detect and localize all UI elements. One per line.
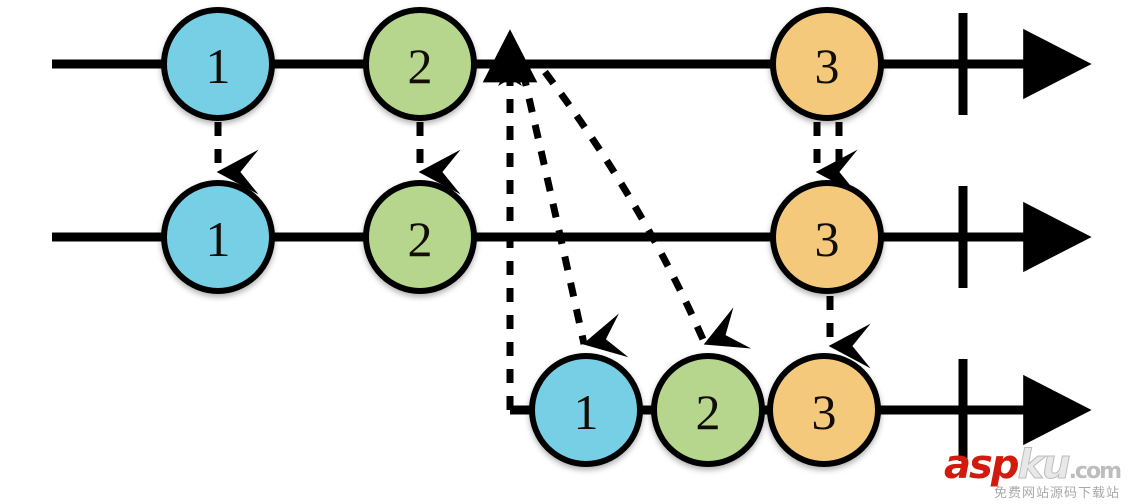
connector-fork-to-bot1 [519,71,629,358]
node-bottom-3[interactable]: 3 [767,353,881,467]
watermark-ku-text: ku [1017,442,1071,488]
node-top-3-label: 3 [815,38,840,94]
node-top-1-circle[interactable] [161,7,275,121]
node-top-2-label: 2 [408,38,433,94]
node-middle-2[interactable]: 2 [363,180,477,294]
node-bottom-2-label: 2 [696,384,721,440]
node-top-2[interactable]: 2 [363,7,477,121]
node-top-2-circle[interactable] [363,7,477,121]
watermark: aspku.com 免费网站源码下载站 [944,442,1122,501]
node-bottom-1[interactable]: 1 [529,353,643,467]
node-bottom-3-circle[interactable] [767,353,881,467]
connector-fork-to-bot2 [542,69,752,349]
branch-arrowhead-up [498,62,522,86]
node-top-1[interactable]: 1 [161,7,275,121]
node-bottom-2[interactable]: 2 [651,353,765,467]
node-middle-1-label: 1 [206,211,231,267]
node-bottom-3-label: 3 [812,384,837,440]
node-top-3[interactable]: 3 [770,7,884,121]
node-bottom-1-circle[interactable] [529,353,643,467]
node-middle-3-label: 3 [815,211,840,267]
node-top-3-circle[interactable] [770,7,884,121]
node-middle-3[interactable]: 3 [770,180,884,294]
node-bottom-1-label: 1 [574,384,599,440]
node-middle-2-circle[interactable] [363,180,477,294]
node-bottom-2-circle[interactable] [651,353,765,467]
node-middle-2-label: 2 [408,211,433,267]
watermark-asp-text: asp [944,442,1019,488]
node-middle-1[interactable]: 1 [161,180,275,294]
node-top-1-label: 1 [206,38,231,94]
watermark-com-text: .com [1068,459,1122,484]
watermark-logo: aspku.com [944,442,1122,488]
node-middle-1-circle[interactable] [161,180,275,294]
connector-layer [214,29,871,410]
watermark-subtitle: 免费网站源码下载站 [993,486,1120,501]
node-middle-3-circle[interactable] [770,180,884,294]
